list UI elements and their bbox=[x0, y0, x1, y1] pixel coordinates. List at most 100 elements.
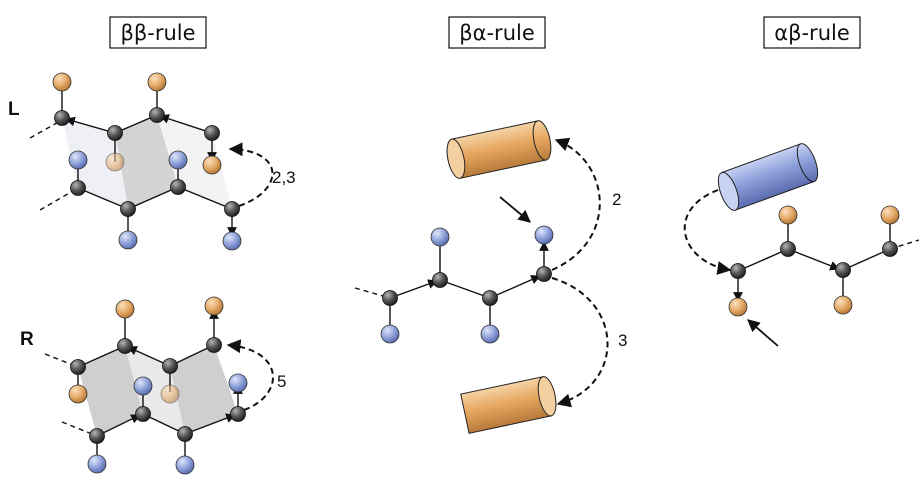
hbond-dashed-arrow bbox=[226, 339, 274, 411]
bb-left-handed-motif: L bbox=[8, 72, 296, 251]
sheet-shade-1 bbox=[78, 346, 143, 436]
hbond-label-5: 5 bbox=[277, 372, 286, 391]
orange-side-chain-atom bbox=[833, 295, 853, 315]
title-bb-text: ββ-rule bbox=[120, 21, 195, 45]
blue-side-chain-atom bbox=[118, 230, 138, 250]
cylinder-cap bbox=[537, 376, 557, 417]
hbond-label-2: 2 bbox=[612, 190, 621, 209]
backbone-atom bbox=[149, 107, 165, 123]
blue-side-chain-atom bbox=[175, 455, 195, 475]
cylinder-cap bbox=[446, 138, 466, 179]
orange-side-chain-atom bbox=[778, 205, 798, 225]
backbone-atom bbox=[89, 428, 105, 444]
backbone-atom bbox=[536, 266, 552, 282]
hbond-label-2-3: 2,3 bbox=[272, 168, 296, 187]
orange-side-chain-atom bbox=[68, 384, 88, 404]
title-ba-text: βα-rule bbox=[459, 21, 535, 45]
hbond-dashed-arrow bbox=[683, 189, 732, 275]
title-bb-box bbox=[109, 16, 207, 49]
backbone-atom bbox=[730, 263, 746, 279]
cylinder-body bbox=[460, 376, 552, 434]
label-R: R bbox=[20, 329, 34, 350]
backbone-atom bbox=[206, 337, 222, 353]
pointer-arrow bbox=[499, 196, 531, 223]
blue-side-chain-atom bbox=[380, 324, 400, 344]
backbone-atom bbox=[70, 180, 86, 196]
backbone-atom bbox=[120, 201, 136, 217]
backbone-atom bbox=[117, 338, 133, 354]
strand-bond bbox=[737, 248, 789, 272]
orange-side-chain-atom bbox=[204, 296, 224, 316]
cylinder-cap bbox=[717, 171, 740, 211]
ab-motif bbox=[683, 143, 919, 347]
backbone-atom bbox=[224, 201, 240, 217]
bb-right-handed-motif: R bbox=[20, 296, 286, 475]
backbone-atom bbox=[70, 359, 86, 375]
sheet-shade-1 bbox=[115, 115, 178, 209]
backbone-atom bbox=[780, 241, 796, 257]
strand-bond bbox=[127, 186, 179, 210]
blue-side-chain-atom bbox=[480, 324, 500, 344]
orange-side-chain-atom-faded bbox=[105, 152, 125, 172]
orange-side-chain-atom bbox=[52, 72, 72, 92]
blue-side-chain-atom bbox=[133, 376, 153, 396]
pointer-arrow bbox=[747, 319, 779, 347]
backbone-atom bbox=[382, 290, 398, 306]
hbond-dashed-arrow-up bbox=[551, 137, 601, 271]
strand-bond bbox=[159, 114, 213, 134]
blue-side-chain-atom bbox=[68, 150, 88, 170]
strand-bond bbox=[77, 187, 129, 210]
blue-side-chain-atom bbox=[222, 231, 242, 251]
label-L: L bbox=[8, 99, 20, 120]
strand-bond bbox=[96, 414, 141, 437]
strand-bond bbox=[169, 344, 215, 367]
title-ab-text: αβ-rule bbox=[774, 21, 850, 45]
strand-bond bbox=[787, 248, 840, 271]
cylinder-end bbox=[532, 120, 552, 161]
strand-bond bbox=[439, 279, 491, 299]
orange-side-chain-atom bbox=[728, 297, 748, 317]
title-ab: αβ-rule bbox=[763, 16, 861, 49]
strand-bond bbox=[389, 279, 438, 299]
ba-motif: 2 3 bbox=[354, 120, 627, 434]
backbone-atom bbox=[482, 290, 498, 306]
helix-cylinder-blue bbox=[717, 143, 819, 211]
strand-bond bbox=[65, 116, 116, 134]
strand-bond bbox=[184, 413, 236, 435]
orange-side-chain-atom-faded bbox=[160, 384, 180, 404]
blue-side-chain-atom bbox=[228, 373, 248, 393]
strand-bond bbox=[489, 275, 541, 299]
backbone-atom bbox=[204, 125, 220, 141]
strand-bond bbox=[842, 248, 891, 271]
backbone-atom bbox=[135, 406, 151, 422]
sheet-shade-3 bbox=[170, 345, 238, 434]
blue-side-chain-atom bbox=[534, 225, 554, 245]
blue-side-chain-atom bbox=[87, 454, 107, 474]
title-ab-box bbox=[763, 16, 861, 49]
blue-side-chain-atom bbox=[168, 150, 188, 170]
cylinder-end bbox=[796, 143, 819, 183]
backbone-atom bbox=[230, 406, 246, 422]
backbone-atom bbox=[170, 179, 186, 195]
backbone-atom bbox=[177, 426, 193, 442]
title-ba: βα-rule bbox=[448, 16, 546, 49]
backbone-atom bbox=[107, 125, 123, 141]
strand-bond bbox=[77, 345, 126, 368]
backbone-atom bbox=[835, 262, 851, 278]
hbond-label-3: 3 bbox=[618, 331, 627, 350]
blue-side-chain-atom bbox=[430, 227, 450, 247]
helix-cylinder-bottom bbox=[460, 376, 557, 434]
backbone-atom bbox=[432, 272, 448, 288]
cylinder-body bbox=[451, 120, 547, 179]
orange-side-chain-atom bbox=[202, 155, 222, 175]
title-ba-box bbox=[448, 16, 546, 49]
hbond-dashed-arrow-down bbox=[551, 277, 609, 408]
strand-bond bbox=[177, 186, 233, 210]
orange-side-chain-atom bbox=[147, 72, 167, 92]
backbone-atom bbox=[54, 110, 70, 126]
backbone-atom bbox=[882, 241, 898, 257]
title-bb: ββ-rule bbox=[109, 16, 207, 49]
helix-cylinder-top bbox=[446, 120, 552, 179]
backbone-atom bbox=[162, 358, 178, 374]
